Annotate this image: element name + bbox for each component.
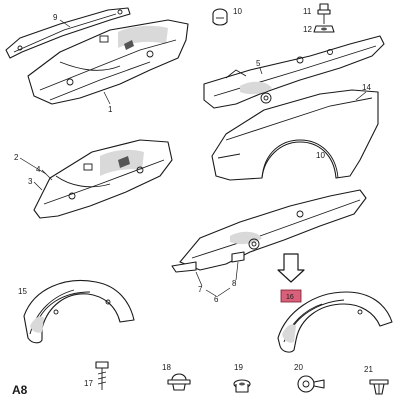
callout-14: 14 bbox=[355, 83, 371, 101]
diagram-code-a8: A8 bbox=[12, 383, 28, 397]
svg-text:17: 17 bbox=[84, 379, 93, 388]
svg-text:21: 21 bbox=[364, 365, 373, 374]
svg-text:15: 15 bbox=[18, 287, 27, 296]
part-5-frame-rail bbox=[203, 35, 385, 109]
part-21-rivet bbox=[369, 379, 389, 395]
callout-2: 2 bbox=[14, 153, 47, 175]
callout-17: 17 bbox=[84, 379, 93, 388]
part-10-fender bbox=[211, 89, 379, 181]
callout-15: 15 bbox=[18, 287, 27, 296]
svg-text:12: 12 bbox=[303, 25, 312, 34]
svg-text:A8: A8 bbox=[12, 383, 28, 397]
callout-18: 18 bbox=[162, 363, 171, 372]
svg-text:9: 9 bbox=[53, 13, 58, 22]
svg-text:10: 10 bbox=[316, 151, 325, 160]
part-17-screw bbox=[95, 361, 109, 390]
svg-text:20: 20 bbox=[294, 363, 303, 372]
svg-text:8: 8 bbox=[232, 279, 237, 288]
callout-21: 21 bbox=[364, 365, 373, 374]
svg-text:16: 16 bbox=[286, 294, 294, 301]
callout-10-top: 10 bbox=[233, 7, 242, 16]
svg-text:7: 7 bbox=[198, 285, 203, 294]
svg-text:6: 6 bbox=[214, 295, 219, 304]
part-18-clip bbox=[167, 373, 191, 391]
callout-20: 20 bbox=[294, 363, 303, 372]
callout-5: 5 bbox=[256, 59, 263, 75]
svg-text:10: 10 bbox=[233, 7, 242, 16]
callout-1: 1 bbox=[103, 91, 113, 114]
part-9-upper-rail bbox=[5, 7, 131, 59]
callout-7: 7 bbox=[195, 271, 203, 294]
part-wheelhouse-middle bbox=[33, 139, 173, 219]
part-1-inner-wheelhouse bbox=[27, 19, 189, 105]
callout-9: 9 bbox=[53, 13, 71, 28]
svg-text:1: 1 bbox=[108, 105, 113, 114]
callout-12: 12 bbox=[303, 25, 312, 34]
part-12-washer bbox=[313, 25, 335, 33]
part-10-clip bbox=[212, 8, 228, 26]
svg-text:4: 4 bbox=[36, 165, 41, 174]
callout-6: 6 bbox=[205, 287, 231, 304]
svg-text:14: 14 bbox=[362, 83, 371, 92]
svg-text:5: 5 bbox=[256, 59, 261, 68]
svg-text:19: 19 bbox=[234, 363, 243, 372]
svg-text:18: 18 bbox=[162, 363, 171, 372]
part-11-screw bbox=[317, 3, 331, 24]
callout-3: 3 bbox=[28, 177, 43, 191]
part-16-arch-liner bbox=[277, 291, 393, 353]
part-lower-bracket bbox=[171, 189, 367, 273]
callout-8: 8 bbox=[232, 261, 239, 288]
callout-10-fender: 10 bbox=[316, 151, 325, 160]
svg-text:11: 11 bbox=[303, 7, 312, 16]
arrow-to-16 bbox=[277, 253, 305, 283]
svg-text:3: 3 bbox=[28, 177, 33, 186]
callout-19: 19 bbox=[234, 363, 243, 372]
part-20-round-clip bbox=[297, 375, 325, 393]
callout-11: 11 bbox=[303, 7, 312, 16]
callout-4: 4 bbox=[36, 165, 53, 181]
part-15-arch-liner bbox=[23, 279, 135, 344]
svg-text:2: 2 bbox=[14, 153, 19, 162]
part-19-plug bbox=[233, 379, 251, 393]
highlight-16: 16 bbox=[280, 289, 302, 303]
